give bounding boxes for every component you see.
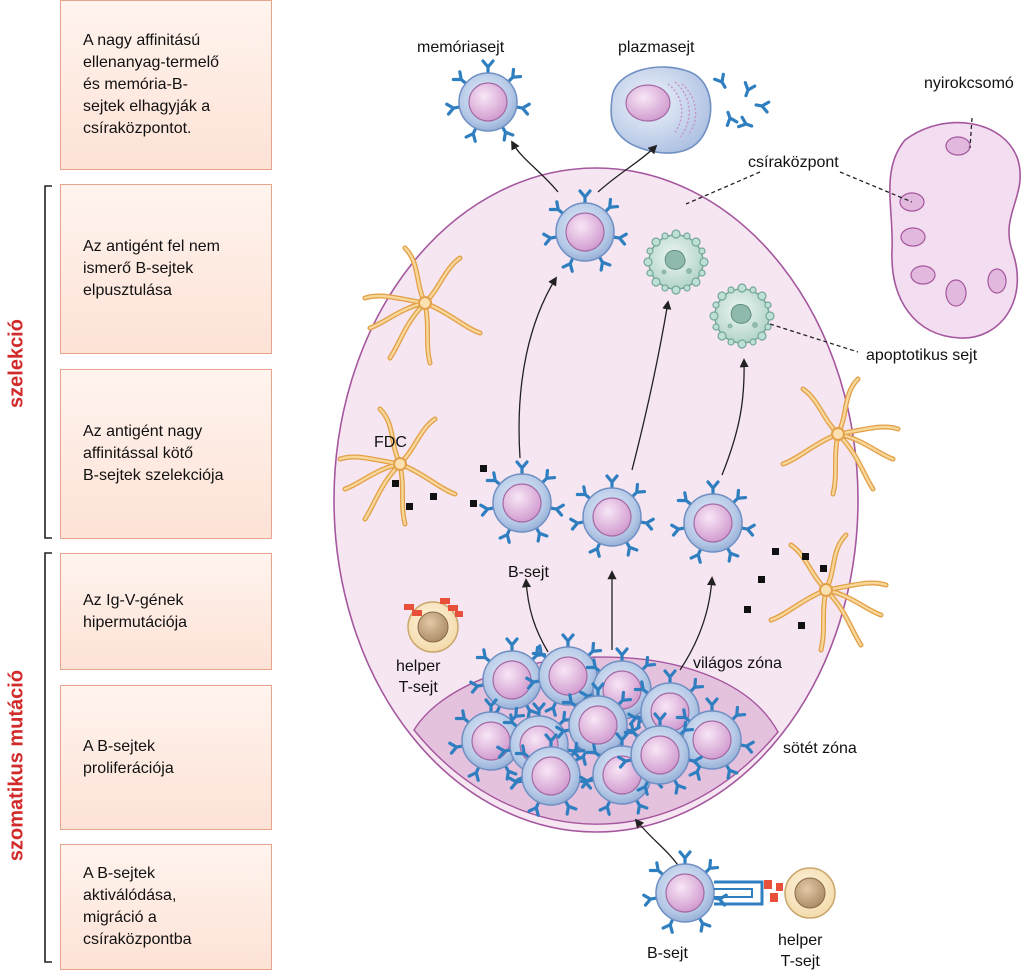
step-box-activation: A B-sejtek aktiválódása, migráció a csír…	[60, 844, 272, 970]
leader-lymph-node	[969, 117, 973, 149]
label-fdc: FDC	[374, 434, 407, 451]
step-box-proliferation: A B-sejtek proliferációja	[60, 685, 272, 830]
step-text-exit: A nagy affinitású ellenanyag-termelő és …	[83, 32, 220, 137]
label-b-cell-bottom: B-sejt	[647, 945, 688, 962]
arrow-mid3-to-apoptotic	[721, 358, 749, 476]
arrow-dz-to-mid3	[679, 576, 717, 671]
free-antibodies-icon	[713, 72, 771, 133]
arrow-mid2-to-apoptotic	[631, 300, 672, 471]
label-memory-cell: memóriasejt	[417, 39, 505, 56]
step-box-exit: A nagy affinitású ellenanyag-termelő és …	[60, 0, 272, 170]
helper-t-cell-icon-bottom	[784, 867, 836, 919]
label-light-zone: világos zóna	[693, 655, 782, 672]
label-dark-zone: sötét zóna	[783, 740, 857, 757]
arrow-bottom-to-dz	[634, 818, 681, 869]
bcr-tcr-contact	[714, 880, 783, 906]
step-text-hypermutation: Az Ig-V-gének hipermutációja	[83, 591, 188, 631]
apoptotic-cell-icon-1	[643, 229, 709, 295]
step-box-selection: Az antigént nagy affinitással kötő B-sej…	[60, 369, 272, 539]
arrow-to-memory	[511, 140, 559, 193]
arrow-to-plasma	[597, 144, 658, 193]
step-box-death: Az antigént fel nem ismerő B-sejtek elpu…	[60, 184, 272, 354]
arrow-dz-to-mid1	[521, 578, 549, 653]
label-germinal-center: csíraközpont	[748, 154, 839, 171]
step-text-death: Az antigént fel nem ismerő B-sejtek elpu…	[83, 238, 220, 299]
lymph-node-icon	[889, 121, 1021, 339]
antigen-squares	[392, 465, 827, 629]
label-lymph-node: nyirokcsomó	[924, 75, 1014, 92]
bracket-mutation	[44, 552, 52, 963]
label-plasma-cell: plazmasejt	[618, 39, 695, 56]
b-cell-icon-bottom	[644, 852, 726, 932]
plasma-cell-icon	[610, 66, 712, 154]
label-apoptotic-cell: apoptotikus sejt	[866, 347, 978, 364]
leader-apoptotic	[769, 323, 859, 353]
apoptotic-cell-icon-2	[709, 283, 775, 349]
step-text-selection: Az antigént nagy affinitással kötő B-sej…	[83, 423, 224, 484]
bracket-selection	[44, 185, 52, 539]
step-text-activation: A B-sejtek aktiválódása, migráció a csír…	[83, 865, 192, 948]
step-text-proliferation: A B-sejtek proliferációja	[83, 737, 174, 777]
memory-cell-icon	[447, 61, 529, 141]
label-helper-t-left: helper T-sejt	[396, 658, 441, 696]
helper-t-cell-icon-left	[404, 598, 463, 653]
arrow-mid1-to-selected	[518, 276, 557, 459]
step-box-hypermutation: Az Ig-V-gének hipermutációja	[60, 553, 272, 670]
label-b-cell-mid: B-sejt	[508, 564, 549, 581]
leader-gc-right	[839, 171, 913, 203]
label-helper-t-bottom: helper T-sejt	[778, 932, 823, 970]
